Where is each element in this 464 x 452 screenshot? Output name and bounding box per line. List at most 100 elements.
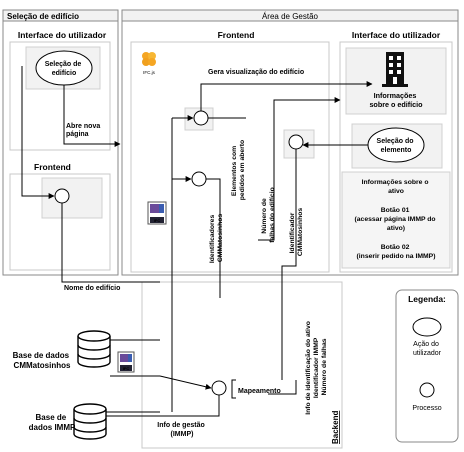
element-selection-text: Seleção do elemento — [377, 138, 416, 154]
identificadores-label: Identificadores CMMatosinhos — [209, 213, 224, 263]
mapping-process — [211, 380, 227, 396]
legend-action-icon — [412, 317, 442, 337]
left-frontend-bg — [41, 177, 103, 219]
line-left-ui-to-frontend — [21, 66, 55, 199]
botao-01-text[interactable]: Botão 01 (acessar página IMMP do ativo) — [355, 207, 438, 232]
identificadores-line-1: Identificadores — [209, 215, 216, 264]
building-selection-text: Seleção de edifício — [45, 61, 84, 77]
right-frontend-box — [130, 41, 330, 273]
arrow-viz-to-info — [200, 81, 373, 111]
identificador-line-2: CMMatosinhos — [297, 208, 304, 257]
ativo-info-title: Informações sobre o ativo — [362, 179, 431, 195]
connectors — [21, 66, 373, 417]
visualization-process — [193, 110, 209, 126]
open-page-line-1: Abre nova — [66, 123, 100, 130]
left-section-header — [2, 9, 119, 22]
element-selection-line-2: elemento — [381, 147, 412, 154]
numero-line-2: falhas do edifício — [269, 187, 276, 243]
backend-label: Backend — [331, 411, 340, 444]
ifc-data-icon: IFC — [117, 351, 135, 373]
info-gestao-line-1: Info de gestão — [157, 422, 204, 429]
left-frontend-box — [9, 173, 111, 271]
element-selection-line-1: Seleção do — [377, 138, 414, 145]
elementos-line-2: pedidos em aberto — [239, 140, 246, 200]
database-immp-icon — [73, 403, 107, 440]
line-proc2-to-map — [206, 178, 221, 298]
botao1-line-1: Botão 01 — [381, 207, 410, 214]
line-frontend-down — [61, 203, 160, 283]
legend-process-icon — [419, 382, 435, 398]
nome-edificio-label: Nome do edifício — [64, 285, 120, 292]
legend-title: Legenda: — [408, 294, 446, 304]
botao-02-text[interactable]: Botão 02 (inserir pedido na IMMP) — [357, 244, 436, 260]
ifc-file-icon-label: IFC — [154, 218, 161, 223]
botao2-line-1: Botão 02 — [381, 244, 410, 251]
legend-box — [395, 289, 459, 443]
element-selection-action[interactable] — [367, 127, 425, 163]
right-ui-title: Interface do utilizador — [352, 30, 441, 40]
mapeamento-label: Mapeamento — [238, 388, 281, 395]
building-icon — [382, 52, 408, 87]
ifcjs-logo-icon — [142, 52, 156, 66]
line-mapping-out — [268, 380, 297, 395]
open-page-line-2: página — [66, 131, 89, 138]
info-gestao-line-2: (IMMP) — [171, 431, 194, 438]
asset-info-line-2: Identificador IMMP — [313, 337, 320, 398]
open-new-page-label: Abre nova página — [66, 123, 102, 138]
building-selection-line-1: Seleção de — [45, 61, 82, 68]
legend-action-line-1: Ação do — [413, 341, 439, 348]
arrow-open-page — [63, 85, 121, 147]
line-db2-to-map — [106, 395, 220, 417]
legend-action-line-2: utilizador — [413, 350, 442, 357]
left-frontend-process — [54, 188, 70, 204]
ifc-data-icon-label: IFC — [123, 366, 130, 371]
gera-visualizacao-label: Gera visualização do edifício — [208, 69, 304, 76]
numero-line-1: Número de — [261, 198, 268, 234]
ifcjs-logo-text: IFC.js — [143, 70, 155, 75]
db2-line-1: Base de — [36, 413, 67, 422]
elementos-label: Elementos com pedidos em aberto — [231, 140, 246, 200]
asset-info-line-3: Número de falhas — [321, 338, 328, 395]
line-identificador-down — [281, 149, 297, 380]
legend-action-label: Ação do utilizador — [413, 341, 442, 357]
building-info-line-1: Informações — [374, 91, 417, 100]
numero-falhas-label: Número de falhas do edifício — [261, 187, 276, 243]
line-numero — [258, 97, 341, 241]
info-gestao-label: Info de gestão (IMMP) — [157, 422, 206, 438]
left-frontend-label: Frontend — [34, 162, 71, 172]
right-ui-box — [339, 41, 453, 273]
building-selection-line-2: edifício — [52, 70, 77, 77]
frontend-process-2 — [191, 171, 207, 187]
legend-process-label: Processo — [412, 405, 441, 412]
identificador-line-1: Identificador — [289, 212, 296, 253]
ativo-info-line-2: ativo — [388, 188, 404, 195]
botao1-line-2: (acessar página IMMP do — [355, 216, 436, 223]
right-ativo-bg — [341, 171, 451, 269]
botao1-line-3: ativo) — [387, 225, 405, 232]
elementos-line-1: Elementos com — [231, 146, 238, 196]
left-ui-title: Interface do utilizador — [18, 30, 107, 40]
db1-line-2: CMMatosinhos — [14, 361, 71, 370]
asset-info-line-1: Info de identificação do ativo — [305, 321, 312, 415]
database-cmmatosinhos-icon — [77, 330, 111, 368]
db2-line-2: dados IMMP — [29, 423, 76, 432]
db1-line-1: Base de dados — [13, 351, 70, 360]
asset-info-label: Info de identificação do ativo Identific… — [305, 319, 328, 415]
arrow-into-mapping — [159, 375, 212, 390]
botao2-line-2: (inserir pedido na IMMP) — [357, 253, 436, 260]
left-ui-box — [9, 41, 111, 151]
building-selection-action[interactable] — [35, 50, 93, 86]
building-info-text: Informações sobre o edifício — [369, 91, 423, 109]
right-section-header — [121, 9, 459, 22]
ativo-info-line-1: Informações sobre o — [362, 179, 429, 186]
element-process — [288, 134, 304, 150]
building-info-line-2: sobre o edifício — [369, 100, 423, 109]
left-section-title: Seleção de edifício — [7, 12, 79, 21]
identificador-label: Identificador CMMatosinhos — [289, 208, 304, 257]
db1-label: Base de dados CMMatosinhos — [13, 351, 72, 370]
db2-label: Base de dados IMMP — [29, 413, 76, 432]
right-frontend-label: Frontend — [218, 30, 255, 40]
mapping-bracket — [231, 379, 236, 399]
right-section-title: Área de Gestão — [262, 12, 319, 21]
